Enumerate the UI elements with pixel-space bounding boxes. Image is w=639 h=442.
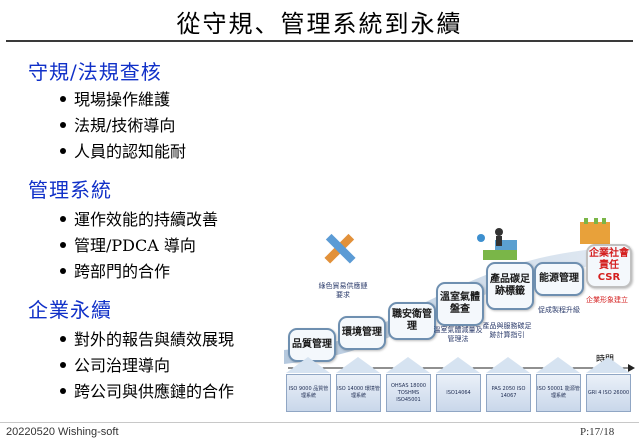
bullet-item: 運作效能的持續改善 bbox=[60, 206, 218, 230]
stage-energy-management: 能源管理 bbox=[534, 262, 584, 296]
bullet-item: 法規/技術導向 bbox=[60, 112, 175, 136]
standard-arrow-icon bbox=[336, 357, 380, 373]
stage-carbon-footprint-label: 產品碳足跡標籤 bbox=[486, 262, 534, 310]
bullet-dot-icon bbox=[60, 387, 66, 394]
footer-date-company: 20220520 Wishing-soft bbox=[6, 426, 119, 438]
section-heading-management-system: 管理系統 bbox=[28, 178, 112, 202]
bullet-dot-icon bbox=[60, 147, 66, 154]
factory-icon bbox=[580, 218, 610, 244]
stage-ghg-inventory: 溫室氣體盤查 bbox=[436, 282, 484, 326]
process-upgrade-label: 促成製程升級 bbox=[538, 306, 580, 314]
climbing-person-icon bbox=[477, 228, 517, 260]
standard-ohsas18000: OHSAS 18000 TOSHMS ISO45001 bbox=[386, 374, 431, 412]
standard-arrow-icon bbox=[386, 357, 430, 373]
standard-iso14000: ISO 14000 環境管理系統 bbox=[336, 374, 381, 412]
stage-quality-management: 品質管理 bbox=[288, 328, 336, 362]
bullet-item: 跨部門的合作 bbox=[60, 258, 170, 282]
bullet-dot-icon bbox=[60, 95, 66, 102]
standard-iso50001: ISO 50001 能源管理系統 bbox=[536, 374, 581, 412]
title-divider bbox=[6, 40, 633, 42]
bullet-dot-icon bbox=[60, 361, 66, 368]
sustainability-evolution-diagram: 綠色貿易供應鏈要求 品質管理 環境管理 職安衛管理 溫室氣體盤查 產品碳足跡標籤… bbox=[280, 218, 636, 416]
standard-pas2050: PAS 2050 ISO 14067 bbox=[486, 374, 531, 412]
stage-environmental-management: 環境管理 bbox=[338, 316, 386, 350]
section-heading-sustainability: 企業永續 bbox=[28, 298, 112, 322]
standard-arrow-icon bbox=[536, 357, 580, 373]
bullet-dot-icon bbox=[60, 121, 66, 128]
ghg-reduction-law-label: 溫室氣體減量及管理法 bbox=[433, 326, 483, 343]
standard-iso9000: ISO 9000 品質管理系統 bbox=[286, 374, 331, 412]
bullet-dot-icon bbox=[60, 215, 66, 222]
bullet-dot-icon bbox=[60, 335, 66, 342]
carbon-footprint-guide-label: 產品與服務碳足跡計算指引 bbox=[482, 322, 532, 339]
standard-gri4: GRI 4 ISO 26000 bbox=[586, 374, 631, 412]
bullet-item: 現場操作維護 bbox=[60, 86, 170, 110]
bullet-dot-icon bbox=[60, 267, 66, 274]
section-heading-compliance: 守規/法規查核 bbox=[28, 60, 162, 84]
green-trade-label: 綠色貿易供應鏈要求 bbox=[318, 282, 368, 299]
standard-arrow-icon bbox=[286, 357, 330, 373]
tools-icon bbox=[324, 233, 356, 264]
stage-csr: 企業社會責任CSR bbox=[586, 244, 632, 288]
standard-arrow-icon bbox=[436, 357, 480, 373]
bullet-dot-icon bbox=[60, 241, 66, 248]
bullet-item: 人員的認知能耐 bbox=[60, 138, 186, 162]
footer-page-number: P:17/18 bbox=[580, 426, 615, 438]
footer-divider bbox=[0, 422, 639, 423]
bullet-item: 管理/PDCA 導向 bbox=[60, 232, 196, 256]
standard-arrow-icon bbox=[586, 357, 630, 373]
page-title: 從守規、管理系統到永續 bbox=[176, 10, 463, 38]
corporate-image-label: 企業形象建立 bbox=[586, 296, 628, 304]
standard-arrow-icon bbox=[486, 357, 530, 373]
bullet-item: 對外的報告與績效展現 bbox=[60, 326, 234, 350]
bullet-item: 跨公司與供應鏈的合作 bbox=[60, 378, 234, 402]
standard-iso14064: ISO14064 bbox=[436, 374, 481, 412]
bullet-item: 公司治理導向 bbox=[60, 352, 170, 376]
stage-ohs-management: 職安衛管理 bbox=[388, 302, 436, 340]
